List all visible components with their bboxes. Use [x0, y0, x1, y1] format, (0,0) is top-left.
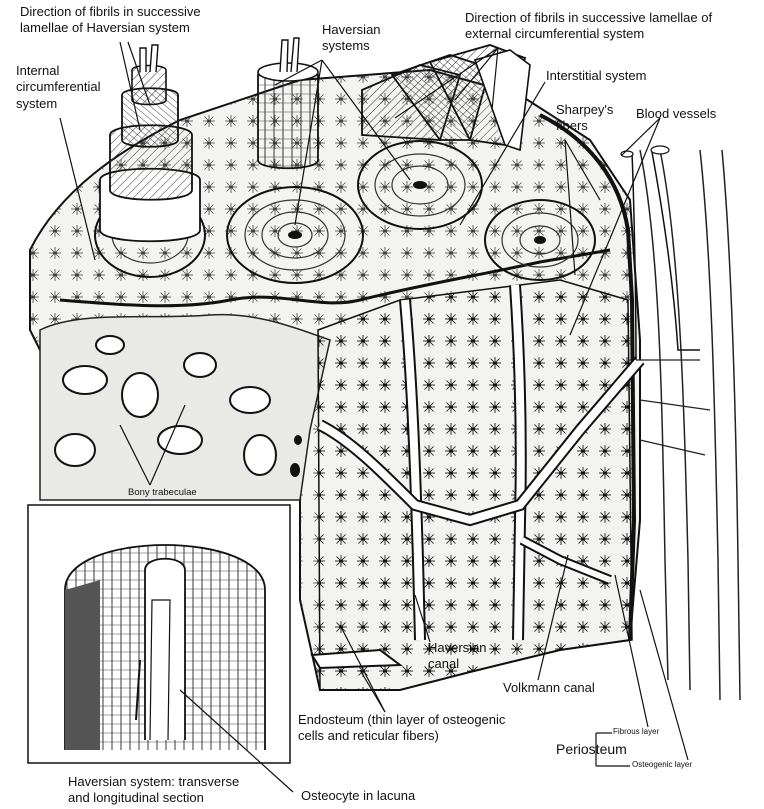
- longitudinal-section: [312, 280, 640, 690]
- label-sharpeys-fibers: Sharpey's fibers: [556, 102, 613, 135]
- label-fibrils-external: Direction of fibrils in successive lamel…: [465, 10, 712, 43]
- inset-haversian-section: [28, 505, 290, 763]
- label-fibrils-haversian: Direction of fibrils in successive lamel…: [20, 4, 201, 37]
- protruding-haversian-cylinder: [100, 45, 200, 241]
- label-internal-circumferential: Internal circumferential system: [16, 63, 101, 112]
- label-haversian-canal: Haversian canal: [428, 640, 487, 673]
- label-osteogenic-layer: Osteogenic layer: [632, 760, 692, 770]
- bony-trabeculae-region: [40, 315, 330, 500]
- label-fibrous-layer: Fibrous layer: [613, 727, 659, 737]
- label-blood-vessels: Blood vessels: [636, 106, 716, 122]
- label-volkmann-canal: Volkmann canal: [503, 680, 595, 696]
- label-inset-caption: Haversian system: transverse and longitu…: [68, 774, 239, 807]
- label-osteocyte: Osteocyte in lacuna: [301, 788, 415, 804]
- external-circumferential-lamellae: [362, 45, 530, 150]
- label-bony-trabeculae: Bony trabeculae: [128, 487, 197, 499]
- label-periosteum: Periosteum: [556, 741, 627, 759]
- label-endosteum: Endosteum (thin layer of osteogenic cell…: [298, 712, 505, 745]
- protruding-haversian-column: [258, 38, 318, 168]
- label-interstitial-system: Interstitial system: [546, 68, 646, 84]
- label-haversian-systems: Haversian systems: [322, 22, 381, 55]
